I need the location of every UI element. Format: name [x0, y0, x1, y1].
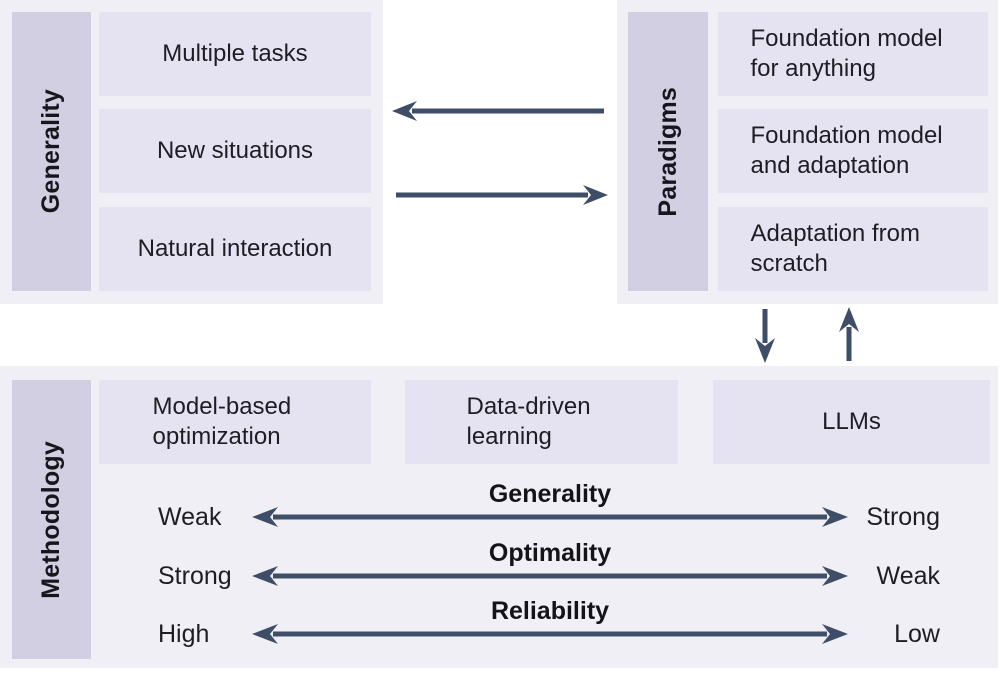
panel-paradigms: Paradigms Foundation model for anything …: [617, 0, 998, 304]
arrow-generality-to-paradigms-icon: [396, 185, 608, 205]
scale-generality-title: Generality: [488, 480, 612, 508]
panel-generality: Generality Multiple tasks New situations…: [0, 0, 383, 304]
paradigms-sidebar-label: Paradigms: [653, 86, 682, 217]
arrow-paradigms-to-methodology-down-icon: [755, 309, 775, 363]
scale-optimality-title: Optimality: [488, 539, 612, 567]
box-multiple-tasks-label: Multiple tasks: [162, 40, 308, 67]
panel-methodology: Methodology Model-based optimization Dat…: [0, 366, 998, 668]
box-foundation-model-and-adaptation-label: Foundation model and adaptation: [750, 122, 943, 179]
box-foundation-model-for-anything: Foundation model for anything: [718, 12, 988, 96]
box-data-driven-learning-label: Data-driven learning: [466, 393, 591, 450]
box-adaptation-from-scratch-label: Adaptation from scratch: [750, 220, 920, 277]
box-llms: LLMs: [713, 380, 990, 464]
arrow-methodology-to-paradigms-up-icon: [839, 307, 859, 361]
scale-optimality-left-label: Strong: [158, 562, 232, 590]
box-foundation-model-for-anything-label: Foundation model for anything: [750, 25, 943, 82]
box-data-driven-learning: Data-driven learning: [405, 380, 678, 464]
scale-reliability-left-label: High: [158, 620, 210, 648]
box-foundation-model-and-adaptation: Foundation model and adaptation: [718, 109, 988, 193]
scale-reliability-double-arrow-icon: [252, 624, 848, 644]
scale-generality-right-label: Strong: [866, 503, 940, 531]
scale-optimality-double-arrow-icon: [252, 566, 848, 586]
paradigms-sidebar: Paradigms: [628, 12, 708, 291]
box-adaptation-from-scratch: Adaptation from scratch: [718, 207, 988, 291]
box-model-based-optimization: Model-based optimization: [99, 380, 371, 464]
methodology-sidebar-label: Methodology: [37, 440, 65, 599]
box-multiple-tasks: Multiple tasks: [99, 12, 371, 96]
generality-sidebar: Generality: [12, 12, 91, 291]
box-natural-interaction: Natural interaction: [99, 207, 371, 291]
scale-reliability-title: Reliability: [490, 597, 610, 625]
box-natural-interaction-label: Natural interaction: [137, 235, 333, 262]
generality-sidebar-label: Generality: [37, 89, 65, 214]
scale-generality-left-label: Weak: [158, 503, 222, 531]
box-new-situations: New situations: [99, 109, 371, 193]
arrow-paradigms-to-generality-icon: [392, 101, 604, 121]
scale-optimality-right-label: Weak: [876, 562, 940, 590]
methodology-sidebar: Methodology: [12, 380, 91, 659]
box-new-situations-label: New situations: [156, 137, 314, 164]
box-model-based-optimization-label: Model-based optimization: [152, 393, 292, 450]
scale-reliability-right-label: Low: [894, 620, 940, 648]
box-llms-label: LLMs: [822, 408, 881, 435]
scale-generality-double-arrow-icon: [252, 507, 848, 527]
